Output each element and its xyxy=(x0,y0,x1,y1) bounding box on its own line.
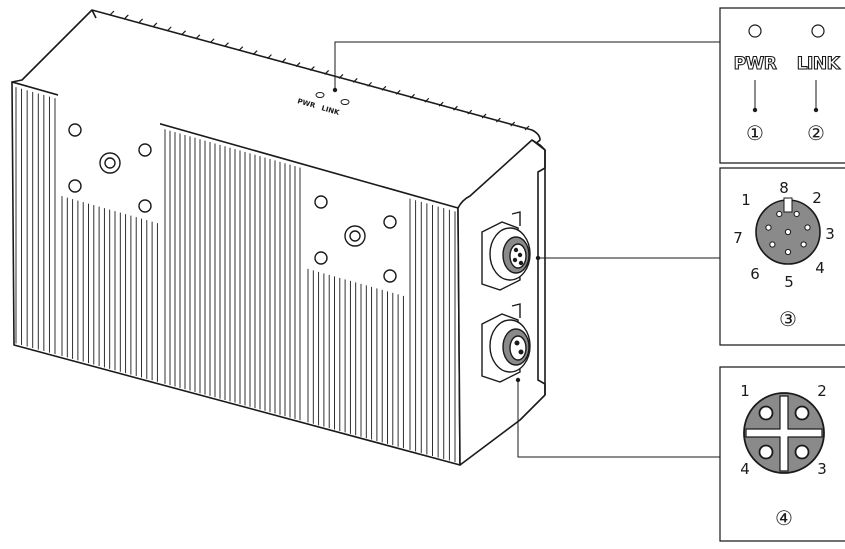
top-fin xyxy=(352,77,358,83)
device-body xyxy=(11,9,546,466)
plate-fins xyxy=(61,196,404,449)
top-fin xyxy=(367,81,373,87)
top-fin xyxy=(338,74,344,79)
leader-lines xyxy=(334,41,720,458)
connector-pin xyxy=(769,241,776,248)
pwr-led-icon xyxy=(315,92,325,98)
top-fin xyxy=(510,121,516,127)
top-fin xyxy=(467,109,473,115)
pin-3 xyxy=(794,444,810,460)
pin-label-4: 4 xyxy=(740,460,750,478)
mounting-hole xyxy=(138,199,152,213)
callout-4pin-panel: 1 2 3 4 ④ xyxy=(719,366,845,542)
top-fin xyxy=(224,42,229,48)
pin-label-6: 6 xyxy=(750,265,760,283)
connector-pin xyxy=(793,210,800,218)
callout-8pin-panel: 1 2 3 4 5 6 7 8 ③ xyxy=(719,167,845,346)
top-fin xyxy=(195,34,201,40)
pin-label-3: 3 xyxy=(825,225,835,243)
callout-led-panel: PWR LINK ① ② xyxy=(719,7,845,164)
pin-1 xyxy=(758,405,774,421)
pwr-led-icon xyxy=(748,24,762,38)
mounting-hole xyxy=(314,251,328,265)
pin-label-5: 5 xyxy=(784,273,794,291)
device-right-face xyxy=(457,139,546,466)
mounting-hole xyxy=(138,143,152,157)
connector-pin xyxy=(800,241,807,248)
top-fin xyxy=(181,30,186,36)
link-label: LINK xyxy=(797,54,841,74)
top-fin xyxy=(152,22,158,28)
device-flange xyxy=(531,139,546,395)
top-fin xyxy=(395,89,401,95)
link-led-icon xyxy=(340,99,350,105)
front-fins xyxy=(15,87,456,463)
pin-label-4: 4 xyxy=(815,259,825,277)
connector-pin xyxy=(776,210,783,218)
top-fin xyxy=(123,14,129,20)
top-fin xyxy=(266,54,272,60)
mounting-hole xyxy=(68,179,82,193)
top-fin xyxy=(481,113,487,119)
top-fin xyxy=(252,50,258,56)
pin-label-7: 7 xyxy=(733,229,743,247)
top-fin xyxy=(309,66,315,71)
leader-dot xyxy=(535,255,541,261)
link-led-icon xyxy=(811,24,825,38)
top-fin xyxy=(410,93,415,99)
top-fin xyxy=(381,85,387,91)
side-connector-8pin xyxy=(481,211,531,291)
top-fin xyxy=(166,26,172,32)
mounting-plate-right xyxy=(305,168,408,295)
pin-label-1: 1 xyxy=(741,191,751,209)
connector-pin-center xyxy=(784,228,792,236)
top-fin xyxy=(109,10,115,16)
top-fin xyxy=(453,105,458,111)
leader-dot xyxy=(515,377,521,383)
leader-dot xyxy=(332,87,338,93)
pin-label-2: 2 xyxy=(812,189,822,207)
pwr-label: PWR xyxy=(734,54,777,74)
top-fin xyxy=(524,125,530,131)
top-leds xyxy=(315,92,350,105)
top-fin xyxy=(424,97,430,103)
top-fin xyxy=(324,70,330,75)
pin-label-3: 3 xyxy=(817,460,827,478)
top-fin xyxy=(295,62,301,67)
leader-led xyxy=(334,41,720,90)
leader-4pin xyxy=(517,380,720,458)
top-fin xyxy=(438,101,444,107)
top-fin xyxy=(495,117,501,123)
pin-4 xyxy=(758,444,774,460)
callout-number-2: ② xyxy=(807,121,825,145)
callout-number-4: ④ xyxy=(775,506,793,530)
top-fin xyxy=(281,58,287,64)
pin-label-1: 1 xyxy=(740,382,750,400)
pin-label-2: 2 xyxy=(817,382,827,400)
side-connector-4pin xyxy=(481,303,531,383)
cross-key xyxy=(745,395,823,472)
mounting-hole xyxy=(383,215,397,229)
top-fin xyxy=(138,18,144,24)
connector-pin xyxy=(784,248,792,256)
top-fin xyxy=(209,38,215,44)
callout-number-3: ③ xyxy=(779,307,797,331)
mounting-plate-left xyxy=(58,90,160,232)
pin-2 xyxy=(794,405,810,421)
connector-pin xyxy=(804,224,811,231)
mounting-hole xyxy=(68,123,82,137)
mounting-hole xyxy=(383,269,397,283)
top-fin xyxy=(238,46,244,52)
callout-number-1: ① xyxy=(746,121,764,145)
mounting-hole xyxy=(314,195,328,209)
pin-label-8: 8 xyxy=(779,179,789,197)
key-notch xyxy=(783,197,793,213)
connector-pin xyxy=(765,224,772,231)
top-fins xyxy=(109,10,530,131)
